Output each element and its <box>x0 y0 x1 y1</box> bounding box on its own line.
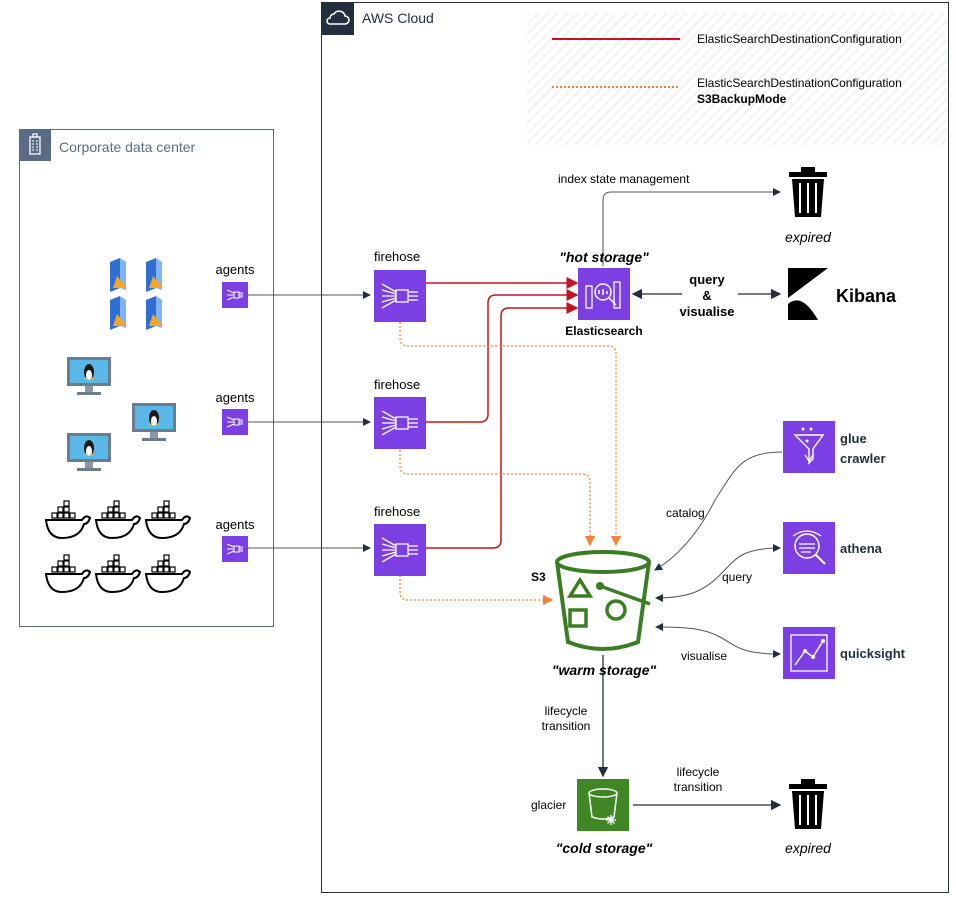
building-icon <box>19 129 51 161</box>
query-visualise-line1: query <box>689 272 725 287</box>
firehose-icon-2[interactable] <box>374 397 426 454</box>
s3-label: S3 <box>531 570 546 584</box>
server-icon <box>108 258 174 339</box>
agents-label-2: agents <box>215 390 255 405</box>
s3-bucket-icon[interactable] <box>550 548 656 659</box>
elasticsearch-label: Elasticsearch <box>565 324 643 338</box>
legend-red-line <box>552 38 680 40</box>
quicksight-label: quicksight <box>840 646 906 661</box>
aws-cloud-title: AWS Cloud <box>362 10 434 26</box>
glue-crawler-icon[interactable] <box>783 421 835 478</box>
lifecycle-label-1-line2: transition <box>541 719 591 733</box>
legend-label-backup-mode: S3BackupMode <box>697 92 787 106</box>
edge-ism <box>602 188 781 266</box>
query-visualise-line2: & <box>702 288 712 303</box>
glacier-label: glacier <box>531 798 567 812</box>
expired-label-bottom: expired <box>785 840 831 856</box>
linux-desktop-icon-3 <box>67 433 111 478</box>
lifecycle-label-1-line1: lifecycle <box>544 704 588 718</box>
agent-icon-3[interactable] <box>222 536 248 567</box>
query-edge-label: query <box>722 570 753 584</box>
firehose-label-1: firehose <box>374 249 421 264</box>
agents-label-1: agents <box>215 262 255 277</box>
aws-cloud-group <box>321 2 949 893</box>
query-visualise-line3: visualise <box>679 304 735 319</box>
legend-orange-line <box>552 86 680 88</box>
ism-label: index state management <box>558 172 690 186</box>
firehose-label-3: firehose <box>374 504 421 519</box>
legend-panel <box>527 13 947 145</box>
trash-icon-bottom <box>789 779 827 834</box>
edge-red-2 <box>426 289 579 423</box>
corporate-data-center-group <box>19 129 274 627</box>
cloud-icon <box>321 2 354 35</box>
kibana-label: Kibana <box>836 286 897 306</box>
agent-icon-1[interactable] <box>222 282 248 313</box>
firehose-icon-1[interactable] <box>374 270 426 327</box>
elasticsearch-icon[interactable] <box>578 268 630 325</box>
cold-storage-label: "cold storage" <box>555 840 653 856</box>
edge-athena <box>655 544 781 602</box>
glue-label-line2: crawler <box>840 451 886 466</box>
firehose-label-2: firehose <box>374 377 421 392</box>
linux-desktop-icon-1 <box>67 357 111 402</box>
edge-orange-1 <box>399 322 622 547</box>
kibana-logo-icon <box>788 268 828 325</box>
warm-storage-label: "warm storage" <box>551 662 657 678</box>
docker-icon <box>44 500 196 601</box>
athena-icon[interactable] <box>783 522 835 579</box>
firehose-icon-3[interactable] <box>374 524 426 581</box>
lifecycle-label-2-line1: lifecycle <box>676 765 720 779</box>
catalog-edge-label: catalog <box>666 506 705 520</box>
trash-icon <box>789 167 827 222</box>
glacier-icon[interactable] <box>577 779 629 836</box>
agent-icon-2[interactable] <box>222 409 248 440</box>
linux-desktop-icon-2 <box>132 403 176 448</box>
lifecycle-label-2-line2: transition <box>673 780 723 794</box>
edge-orange-2 <box>399 450 596 547</box>
edge-red-3 <box>426 302 579 549</box>
agents-label-3: agents <box>215 517 255 532</box>
hot-storage-label: "hot storage" <box>559 249 649 265</box>
edge-quicksight <box>655 623 781 658</box>
quicksight-icon[interactable] <box>783 627 835 684</box>
athena-label: athena <box>840 541 882 556</box>
legend-label-destination: ElasticSearchDestinationConfiguration <box>697 32 902 46</box>
corporate-data-center-title: Corporate data center <box>59 139 196 155</box>
glue-label-line1: glue <box>840 431 867 446</box>
visualise-edge-label: visualise <box>681 649 728 663</box>
edge-orange-3 <box>399 575 554 606</box>
legend-label-backup: ElasticSearchDestinationConfiguration <box>697 76 902 90</box>
expired-label-top: expired <box>785 229 831 245</box>
